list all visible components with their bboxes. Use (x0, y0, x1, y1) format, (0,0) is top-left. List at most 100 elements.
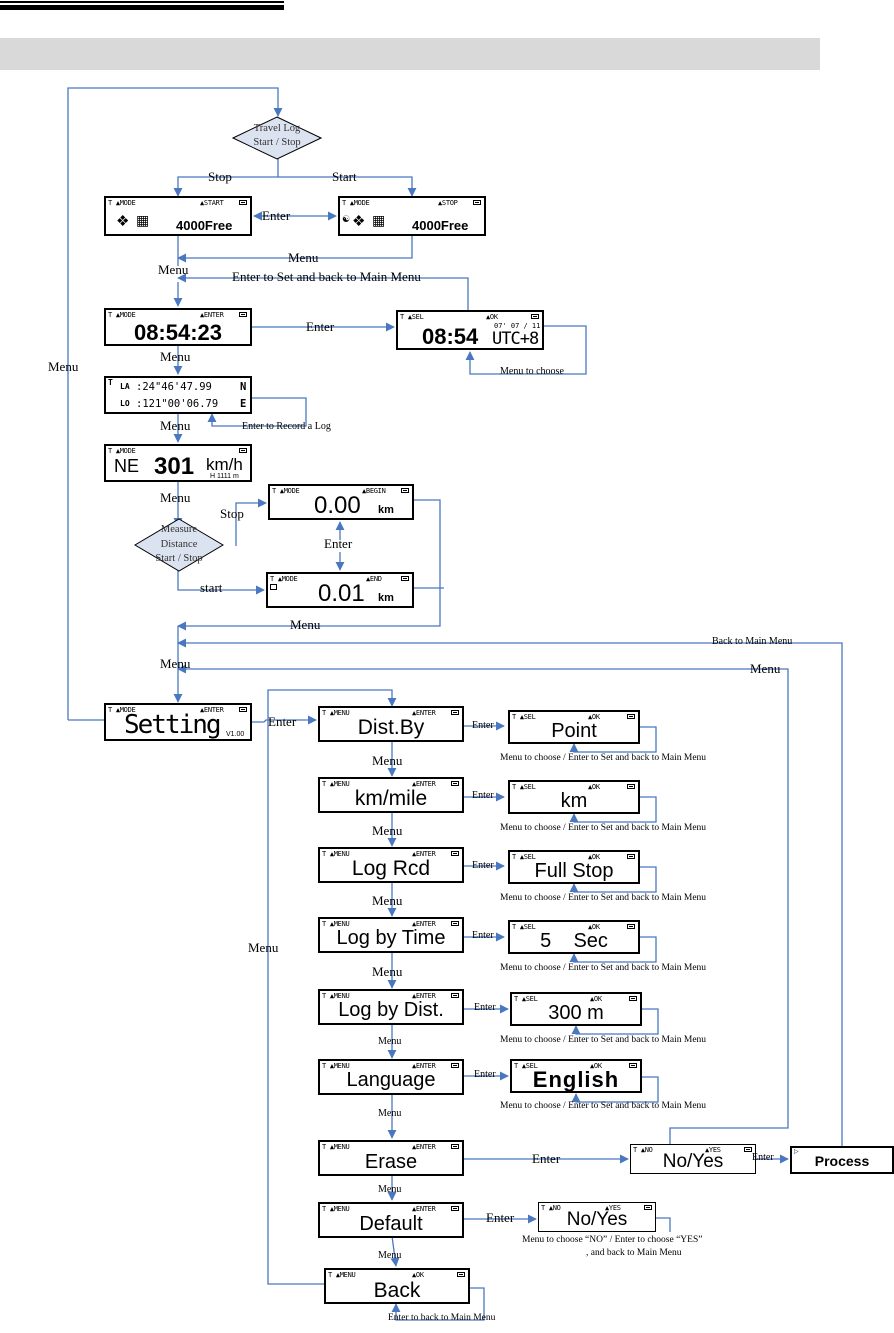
bluetooth-icon: ❖ (352, 213, 366, 230)
label-menu-time: Menu (158, 262, 189, 277)
hdr-right: ▲ENTER (200, 706, 224, 714)
label-hint: Menu to choose / Enter to Set and back t… (500, 1035, 707, 1045)
item-title: Log Rcd (351, 857, 431, 880)
hdr-right: ▲OK (588, 713, 600, 721)
firmware-version: V1.00 (226, 731, 245, 738)
label-menu: Menu (372, 964, 403, 979)
label-menu: Menu (378, 1184, 402, 1195)
hdr-left: T ▲MODE (270, 575, 298, 583)
label-hint: Menu to choose / Enter to Set and back t… (500, 823, 707, 833)
hdr-left: T ▲SEL (512, 923, 536, 931)
lcd-travel-stopped: T ▲MODE▲START ❖ ▦ 4000Free (104, 196, 252, 236)
battery-icon (451, 1063, 459, 1068)
free-count: 4000Free (412, 218, 469, 233)
distance-decision: Measure Distance Start / Stop (134, 518, 224, 572)
hdr-right: ▲YES (605, 1204, 621, 1212)
hdr-left: T ▲MODE (108, 311, 136, 319)
lon-dir: E (240, 398, 247, 410)
label-enter-toggle: Enter (262, 208, 291, 223)
lcd-value-log-by-time: T ▲SEL▲OK 5 Sec (508, 920, 640, 954)
distance-value: 0.01 (318, 580, 365, 607)
hdr-right: ▲YES (705, 1146, 721, 1154)
label-record-log: Enter to Record a Log (242, 421, 331, 432)
hdr-right: ▲OK (588, 853, 600, 861)
label-enter: Enter (486, 1210, 515, 1225)
battery-icon (627, 924, 635, 929)
lcd-setting-log-by-dist: T ▲MENU▲ENTER Log by Dist. (318, 989, 464, 1025)
decision-line2: Distance (160, 539, 198, 550)
lcd-setting-back: T ▲MENU▲OK Back (324, 1268, 470, 1304)
battery-icon (457, 1272, 465, 1277)
battery-icon (644, 1205, 652, 1210)
item-title: Default (359, 1213, 423, 1235)
label-time-enter: Enter (306, 319, 335, 334)
label-enter: Enter (472, 720, 494, 731)
battery-icon (239, 312, 247, 317)
label-menu-to-choose: Menu to choose (500, 366, 564, 377)
label-enter: Enter (472, 790, 494, 801)
hdr-left: T ▲MENU (322, 780, 350, 788)
battery-icon (451, 851, 459, 856)
process-label: Process (814, 1153, 870, 1169)
battery-icon (451, 993, 459, 998)
item-value: Full Stop (534, 860, 614, 882)
play-icon: ▷ (794, 1149, 799, 1155)
hdr-right: ▲ENTER (412, 1143, 436, 1151)
lcd-value-log-rcd: T ▲SEL▲OK Full Stop (508, 850, 640, 884)
hdr-left: T ▲SEL (514, 995, 538, 1003)
connector-dist-start (177, 570, 265, 595)
label-enter: Enter (532, 1151, 561, 1166)
label-enter: Enter (752, 1152, 774, 1163)
hdr-right: ▲OK (412, 1271, 424, 1279)
hdr-right: ▲ENTER (412, 780, 436, 788)
connector-start-branch (278, 176, 417, 197)
label-hint: Menu to choose / Enter to Set and back t… (500, 893, 707, 903)
section-title-bar (0, 38, 820, 70)
label-hint: Menu to choose / Enter to Set and back t… (500, 963, 707, 973)
satellite-icon: ▦ (136, 212, 150, 228)
hdr-right: ▲ENTER (412, 1062, 436, 1070)
heading-value: NE (114, 456, 140, 476)
battery-icon (401, 488, 409, 493)
hdr-left: T ▲MODE (108, 706, 136, 714)
lcd-default-confirm: T ▲NO▲YES No/Yes (538, 1202, 656, 1232)
label-hint: Enter to back to Main Menu (388, 1313, 496, 1323)
battery-icon (744, 1147, 752, 1152)
hdr-left: T ▲SEL (512, 713, 536, 721)
label-menu: Menu (378, 1250, 402, 1261)
hdr-left: T ▲MENU (328, 1271, 356, 1279)
decision-line2: Start / Stop (253, 137, 301, 148)
battery-icon (239, 448, 247, 453)
recording-icon (270, 584, 277, 590)
decision-line1: Measure (160, 524, 198, 535)
hdr-right: ▲OK (590, 1062, 602, 1070)
lat-value: :24"46'47.99 (136, 381, 212, 393)
label-menu-pos: Menu (160, 349, 191, 364)
decision-line3: Start / Stop (155, 553, 203, 564)
hdr-left: T ▲NO (633, 1146, 653, 1154)
label-dist-menu: Menu (290, 617, 321, 632)
label-menu-center: Menu (160, 656, 191, 671)
hdr-left: T ▲MODE (108, 199, 136, 207)
speed-unit: km/h (206, 455, 243, 474)
label-back-to-main: Back to Main Menu (712, 636, 793, 647)
battery-icon (451, 921, 459, 926)
label-start: Start (332, 169, 357, 184)
item-title: Dist.By (357, 716, 425, 739)
battery-icon (627, 714, 635, 719)
lcd-setting-dist-by: T ▲MENU▲ENTER Dist.By (318, 706, 464, 742)
lat-dir: N (240, 381, 247, 393)
hdr-left: T ▲SEL (400, 313, 424, 321)
hdr-left: T ▲NO (541, 1204, 561, 1212)
lcd-setting-log-by-time: T ▲MENU▲ENTER Log by Time (318, 917, 464, 953)
label-enter: Enter (474, 1069, 496, 1080)
label-stop: Stop (208, 169, 232, 184)
connector-menu-erase (177, 664, 789, 1146)
hdr-left: T ▲MENU (322, 1062, 350, 1070)
date-value: 07' 07 / 11 (494, 322, 541, 330)
hdr-right: ▲OK (588, 783, 600, 791)
item-title: Log by Dist. (338, 999, 444, 1021)
hdr-left: T ▲MODE (272, 487, 300, 495)
battery-icon (239, 707, 247, 712)
